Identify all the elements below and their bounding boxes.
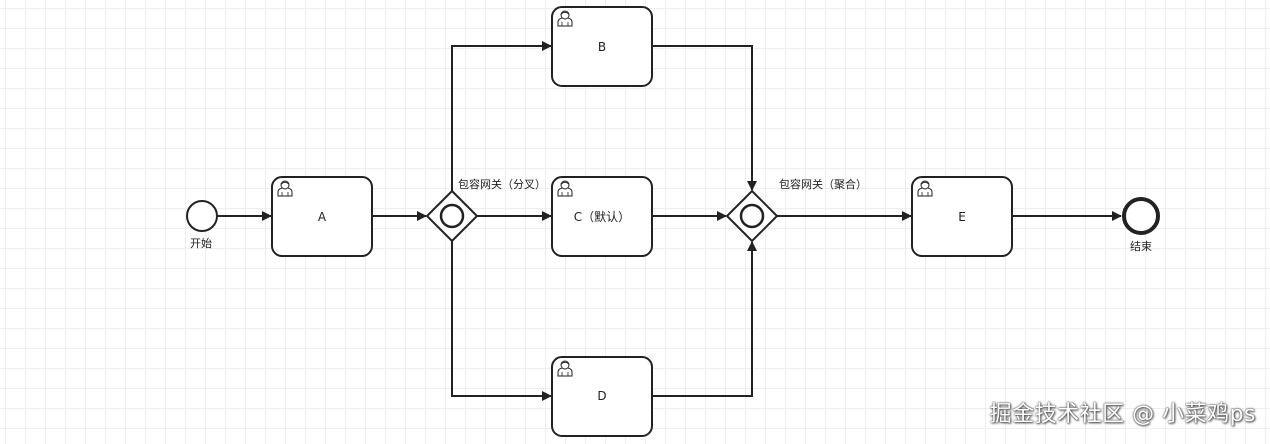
flow-d-to-join[interactable] — [652, 241, 757, 397]
gateway-join-label: 包容网关（聚合） — [779, 177, 867, 191]
task-b-label: B — [598, 40, 606, 54]
flow-b-to-join[interactable] — [652, 45, 757, 191]
inclusive-gateway-split[interactable]: 包容网关（分叉） — [425, 177, 546, 243]
user-task-c[interactable]: C（默认） — [551, 176, 653, 257]
watermark: 掘金技术社区 @ 小菜鸡ps — [989, 402, 1256, 427]
start-event[interactable]: 开始 — [186, 200, 218, 250]
user-task-b[interactable]: B — [551, 6, 653, 87]
end-event-label: 结束 — [1130, 240, 1152, 253]
inclusive-gateway-join[interactable]: 包容网关（聚合） — [725, 177, 867, 243]
task-e-label: E — [958, 210, 966, 224]
flow-split-to-b[interactable] — [451, 41, 552, 192]
user-task-a[interactable]: A — [271, 176, 373, 257]
inclusive-circle-icon — [439, 203, 465, 229]
sequence-flows — [218, 41, 1122, 401]
user-task-e[interactable]: E — [911, 176, 1013, 257]
task-c-label: C（默认） — [574, 209, 630, 224]
user-task-d[interactable]: D — [551, 356, 653, 437]
end-event[interactable]: 结束 — [1122, 197, 1160, 253]
inclusive-circle-icon — [739, 203, 765, 229]
flow-split-to-d[interactable] — [451, 240, 552, 401]
task-d-label: D — [597, 389, 606, 403]
task-a-label: A — [318, 210, 327, 224]
start-event-label: 开始 — [190, 236, 212, 250]
gateway-split-label: 包容网关（分叉） — [458, 177, 546, 191]
